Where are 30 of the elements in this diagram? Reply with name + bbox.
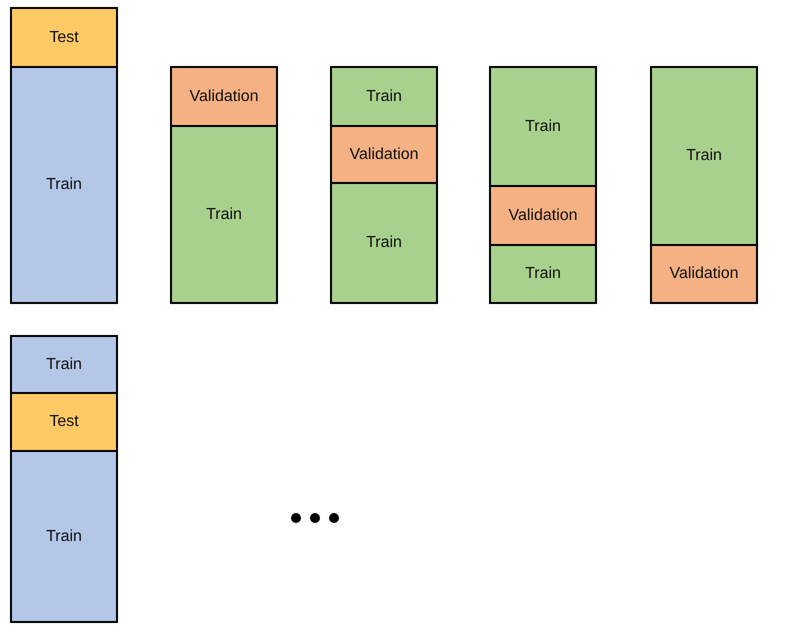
data-segment (170, 125, 278, 304)
segment-label: Validation (189, 88, 259, 106)
data-segment (170, 66, 278, 127)
data-segment (330, 182, 438, 304)
data-segment (10, 66, 118, 304)
segment-label: Train (366, 234, 402, 252)
data-segment (650, 66, 758, 246)
segment-label: Train (46, 356, 82, 374)
data-segment (10, 450, 118, 623)
segment-label: Validation (508, 206, 578, 224)
segment-label: Train (46, 176, 82, 194)
segment-label: Train (366, 88, 402, 106)
segment-label: Train (525, 118, 561, 136)
segment-label: Test (49, 28, 79, 46)
data-segment (10, 335, 118, 394)
segment-label: Train (686, 147, 722, 165)
segment-label: Train (525, 265, 561, 283)
data-segment (10, 392, 118, 452)
data-segment (330, 125, 438, 184)
data-segment (650, 244, 758, 304)
segment-label: Validation (349, 146, 419, 164)
segment-label: Test (49, 413, 79, 431)
data-segment (489, 66, 597, 187)
segment-label: Train (206, 206, 242, 224)
data-segment (10, 7, 118, 68)
data-segment (330, 66, 438, 127)
data-segment (489, 244, 597, 304)
data-segment (489, 185, 597, 246)
segment-label: Train (46, 528, 82, 546)
segment-label: Validation (669, 265, 739, 283)
